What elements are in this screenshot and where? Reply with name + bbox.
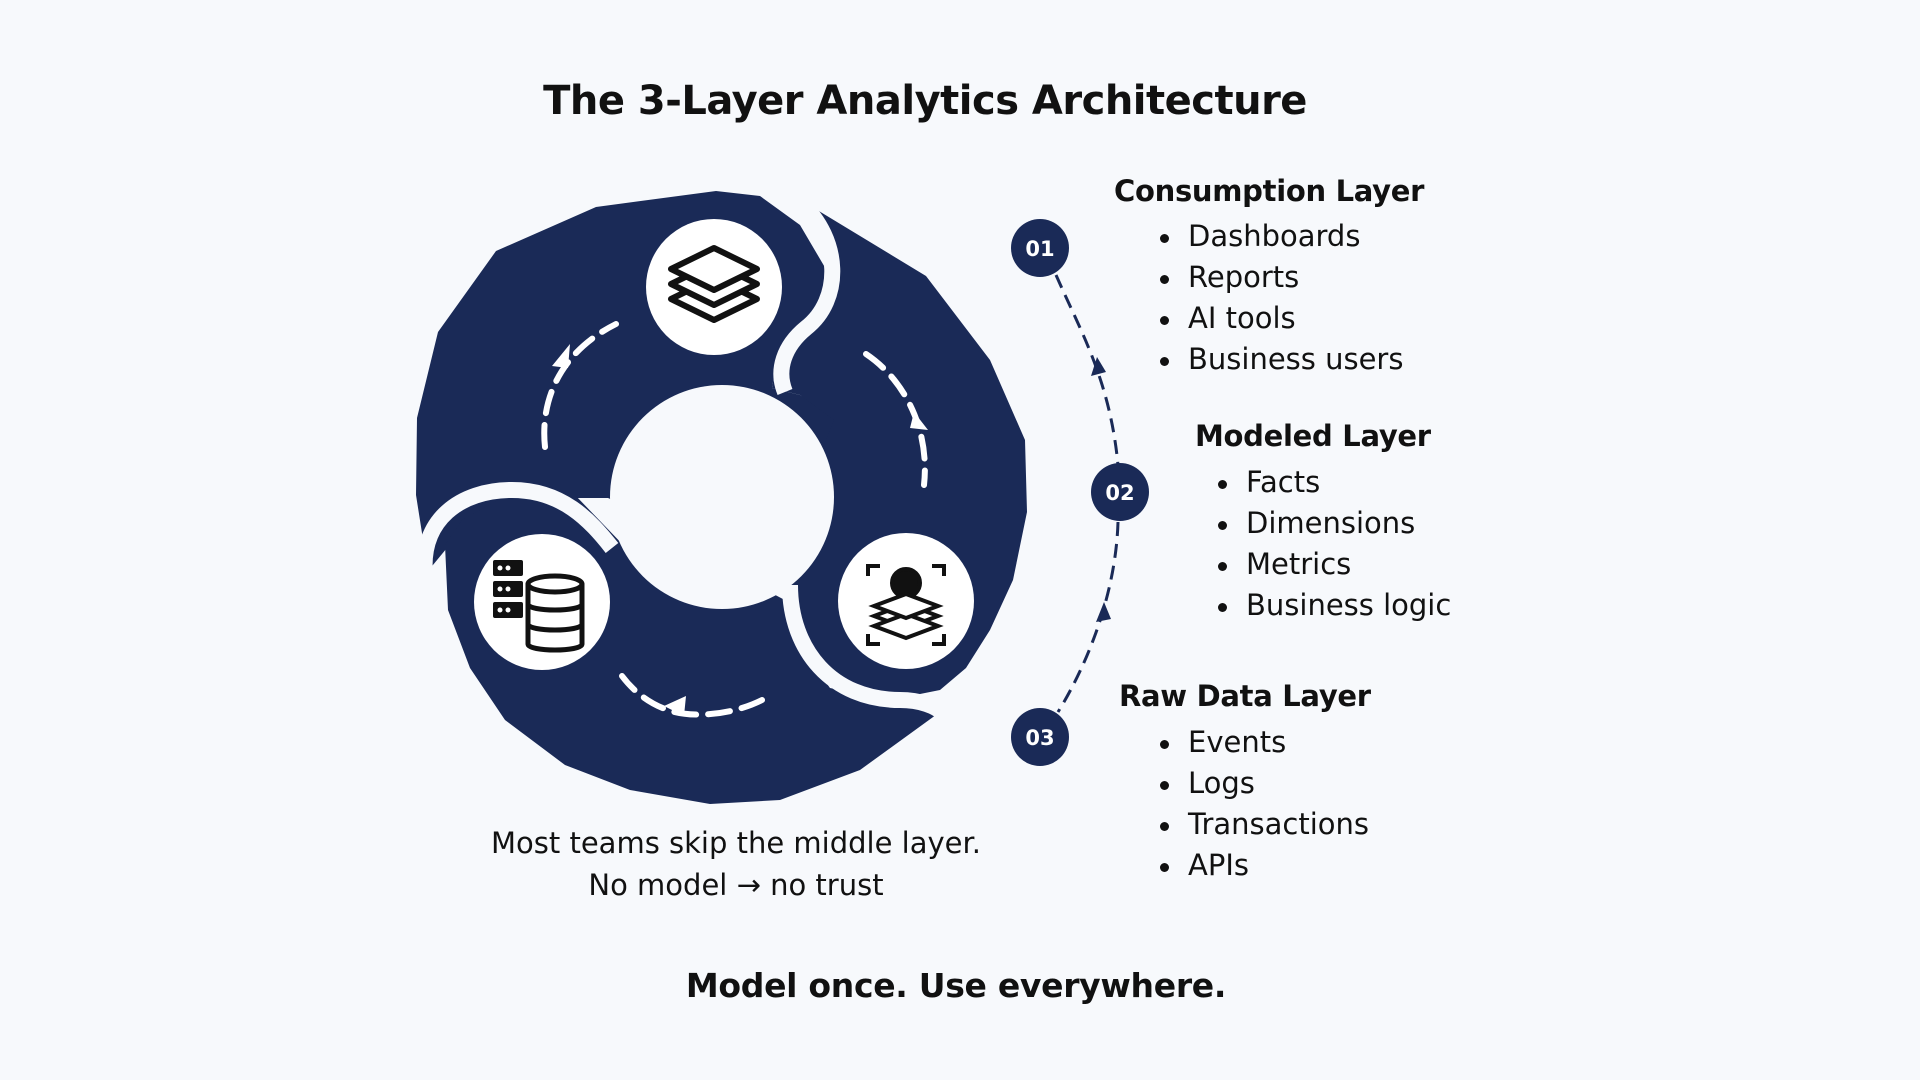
cycle-arrowheads [552, 344, 928, 716]
svg-text:02: 02 [1105, 481, 1134, 505]
list-item: Facts [1216, 462, 1451, 503]
list-item: Reports [1158, 257, 1403, 298]
list-item: Dashboards [1158, 216, 1403, 257]
cycle-arrowhead-bottom [664, 696, 686, 716]
list-item: Metrics [1216, 544, 1451, 585]
stacked-layers-icon [668, 245, 760, 323]
cycle-arrowhead-left [552, 344, 570, 368]
cycle-arrow-bottom [619, 673, 765, 718]
modeled-layer-list: Facts Dimensions Metrics Business logic [1216, 462, 1451, 626]
raw-data-layer-heading: Raw Data Layer [1119, 679, 1371, 713]
icon-raw-data [474, 534, 610, 670]
timeline-connector-2 [1056, 521, 1120, 713]
step-badge-01: 01 [1011, 219, 1069, 277]
cycle-arrow-right [863, 351, 928, 488]
step-badge-03: 03 [1011, 708, 1069, 766]
list-item: AI tools [1158, 298, 1403, 339]
tagline: Model once. Use everywhere. [685, 966, 1227, 1005]
diagram-caption: Most teams skip the middle layer. No mod… [436, 822, 1036, 906]
step-badge-02: 02 [1091, 463, 1149, 521]
modeled-layer-heading: Modeled Layer [1195, 419, 1431, 453]
consumption-layer-heading: Consumption Layer [1114, 174, 1425, 208]
list-item: Logs [1158, 763, 1369, 804]
icon-consumption [646, 219, 782, 355]
timeline-connector-1 [1054, 274, 1120, 466]
segment-gap-left [416, 481, 619, 576]
svg-text:01: 01 [1025, 237, 1054, 261]
caption-line-2: No model → no trust [588, 868, 884, 902]
list-item: Transactions [1158, 804, 1369, 845]
icon-modeled [838, 533, 974, 669]
segment-gap-top [773, 196, 841, 396]
cycle-arrows [541, 321, 928, 718]
database-server-icon [493, 560, 585, 653]
segment-gap-right [782, 584, 950, 721]
list-item: Events [1158, 722, 1369, 763]
timeline-arrowhead-2 [1096, 602, 1111, 622]
step-timeline [1054, 274, 1120, 713]
page-title: The 3-Layer Analytics Architecture [543, 78, 1307, 124]
list-item: Business users [1158, 339, 1403, 380]
data-modeling-gear-icon [866, 564, 946, 646]
cycle-arrow-left [541, 321, 619, 450]
cycle-arrowhead-right [910, 412, 928, 430]
caption-line-1: Most teams skip the middle layer. [491, 826, 981, 860]
svg-text:03: 03 [1025, 726, 1054, 750]
consumption-layer-list: Dashboards Reports AI tools Business use… [1158, 216, 1403, 380]
list-item: APIs [1158, 845, 1369, 886]
list-item: Business logic [1216, 585, 1451, 626]
list-item: Dimensions [1216, 503, 1451, 544]
timeline-arrowhead-1 [1091, 357, 1106, 376]
raw-data-layer-list: Events Logs Transactions APIs [1158, 722, 1369, 886]
